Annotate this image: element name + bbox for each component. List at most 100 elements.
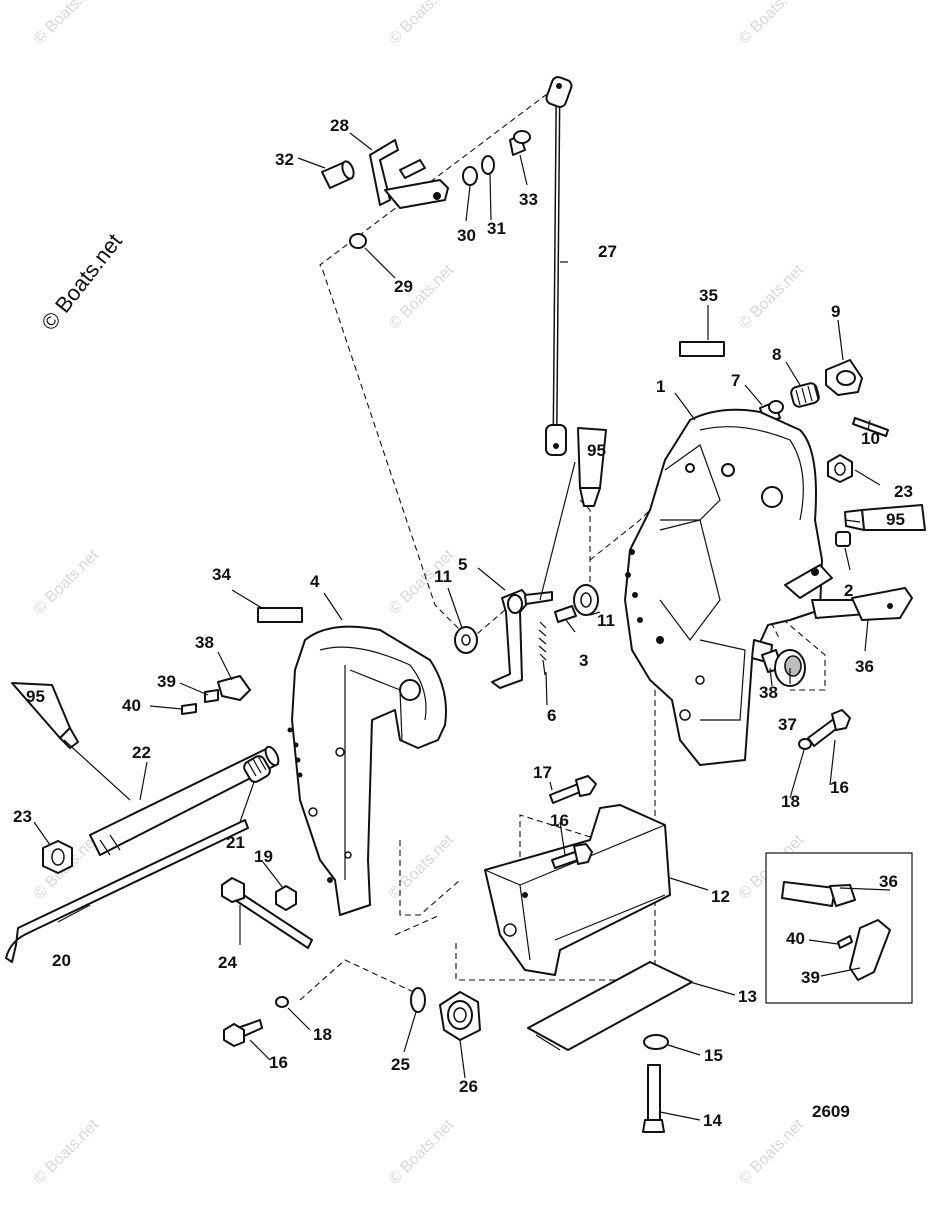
part-16-bolt <box>551 843 593 869</box>
callout-22: 22 <box>132 743 151 762</box>
callout-11: 11 <box>597 611 615 630</box>
part-31-washer <box>481 155 495 175</box>
part-27-linkage-rod <box>545 76 573 456</box>
part-10-pin <box>852 417 889 437</box>
callout-26: 26 <box>459 1077 478 1096</box>
callout-12: 12 <box>711 887 730 906</box>
part-20-tilt-lever <box>5 819 249 963</box>
watermark: © Boats.net <box>736 261 808 333</box>
part-40-screw <box>181 703 197 715</box>
watermark: © Boats.net <box>31 546 103 618</box>
watermark: © Boats.net <box>31 0 103 48</box>
part-28-bracket <box>369 139 449 209</box>
part-14-bolt <box>642 1064 665 1133</box>
callout-11: 11 <box>434 567 452 586</box>
callout-39: 39 <box>157 672 176 691</box>
callout-labels: 1 2 3 4 5 6 7 8 9 10 11 11 12 13 14 15 1… <box>13 116 913 1130</box>
part-22-tilt-tube <box>89 745 280 856</box>
callout-14: 14 <box>703 1111 722 1130</box>
watermark: © Boats.net <box>736 1116 808 1188</box>
callout-36: 36 <box>879 872 898 891</box>
part-9-cam <box>825 359 863 396</box>
part-34-decal <box>257 607 303 623</box>
part-1-swivel-bracket <box>624 408 833 766</box>
part-25-washer <box>410 987 426 1013</box>
part-3-bushing <box>554 605 577 623</box>
callout-36: 36 <box>855 657 874 676</box>
part-23-nut <box>827 454 853 483</box>
watermark: © Boats.net <box>386 261 458 333</box>
callout-33: 33 <box>519 190 538 209</box>
callout-17: 17 <box>533 763 552 782</box>
watermark: © Boats.net <box>736 0 808 48</box>
callout-27: 27 <box>598 242 617 261</box>
part-23-nut <box>42 840 73 874</box>
callout-34: 34 <box>212 565 231 584</box>
callout-19: 19 <box>254 847 273 866</box>
callout-5: 5 <box>458 555 467 574</box>
callout-24: 24 <box>218 953 237 972</box>
callout-32: 32 <box>275 150 294 169</box>
part-35-decal <box>679 341 725 357</box>
part-4-clamp-bracket <box>287 625 447 916</box>
part-12-transom-block <box>484 804 671 976</box>
watermark: © Boats.net <box>386 0 458 48</box>
callout-39: 39 <box>801 968 820 987</box>
callout-31: 31 <box>487 219 506 238</box>
callout-18: 18 <box>781 792 800 811</box>
part-26-locknut <box>439 991 481 1041</box>
leader-lines <box>33 132 891 1121</box>
callout-3: 3 <box>579 651 588 670</box>
sealant-tube-95: 95 <box>844 504 926 531</box>
part-16-bolt <box>223 1019 263 1047</box>
callout-37: 37 <box>778 715 797 734</box>
callout-16: 16 <box>550 811 569 830</box>
detail-inset <box>765 852 913 1004</box>
callout-35: 35 <box>699 286 718 305</box>
callout-25: 25 <box>391 1055 410 1074</box>
part-15-washer <box>643 1034 669 1050</box>
callout-9: 9 <box>831 302 840 321</box>
callout-23: 23 <box>13 807 32 826</box>
callout-40: 40 <box>786 929 805 948</box>
callout-20: 20 <box>52 951 71 970</box>
svg-text:95: 95 <box>886 510 905 529</box>
callout-15: 15 <box>704 1046 723 1065</box>
callout-10: 10 <box>861 429 880 448</box>
callout-1: 1 <box>656 377 665 396</box>
part-36-tilt-lock-lever <box>811 587 913 621</box>
part-2-screw <box>835 531 851 547</box>
part-39-plate <box>204 689 219 703</box>
callout-38: 38 <box>759 683 778 702</box>
callout-29: 29 <box>394 277 413 296</box>
part-17-bolt <box>549 775 597 804</box>
callout-2: 2 <box>844 581 853 600</box>
callout-40: 40 <box>122 696 141 715</box>
callout-7: 7 <box>731 371 740 390</box>
part-5-lever <box>491 589 553 689</box>
part-33-bolt <box>509 130 531 156</box>
callout-6: 6 <box>547 706 556 725</box>
callout-28: 28 <box>330 116 349 135</box>
callout-38: 38 <box>195 633 214 652</box>
sealant-tube-95: 95 <box>577 427 607 507</box>
part-21-spring <box>243 755 271 783</box>
part-16-bolt <box>807 709 851 747</box>
svg-text:95: 95 <box>587 441 606 460</box>
part-30-washer <box>462 166 478 186</box>
callout-4: 4 <box>310 572 320 591</box>
part-24-bolt <box>221 877 313 949</box>
copyright-notice: © Boats.net <box>36 229 127 335</box>
callout-21: 21 <box>226 833 245 852</box>
part-29-washer <box>349 233 367 249</box>
callout-18: 18 <box>313 1025 332 1044</box>
part-8-spring <box>790 382 820 408</box>
svg-text:95: 95 <box>26 687 45 706</box>
callout-16: 16 <box>269 1053 288 1072</box>
part-32-sleeve <box>321 160 355 189</box>
part-38-clip <box>217 675 251 701</box>
callout-13: 13 <box>738 987 757 1006</box>
callout-16: 16 <box>830 778 849 797</box>
callout-8: 8 <box>772 345 781 364</box>
